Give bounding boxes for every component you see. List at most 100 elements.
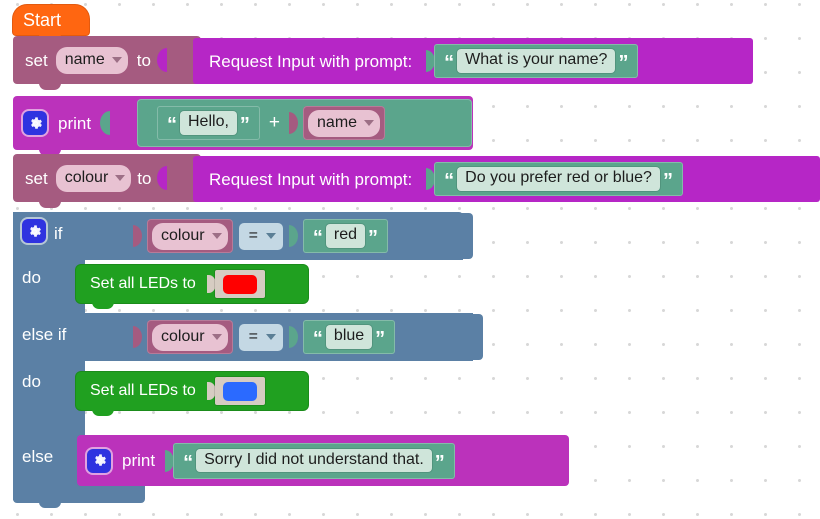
text-block-hello[interactable]: “ Hello, ” <box>157 106 260 140</box>
close-quote-icon: ” <box>662 170 673 192</box>
text-block-blue[interactable]: “ blue ” <box>302 320 396 354</box>
led-colour-plug-1 <box>206 275 216 293</box>
set-colour-variable-dropdown[interactable]: colour <box>55 164 132 192</box>
text-block-sorry[interactable]: “ Sorry I did not understand that. ” <box>173 442 455 479</box>
text-field-do-you-prefer[interactable]: Do you prefer red or blue? <box>457 167 660 191</box>
set-name-notch <box>39 83 61 90</box>
gear-icon[interactable] <box>87 448 111 473</box>
chevron-down-icon <box>111 56 122 63</box>
print-sorry-plug <box>165 449 175 472</box>
set-all-leds-notch-2 <box>92 409 114 416</box>
print-hello-label: print <box>58 113 92 133</box>
variable-block-colour-1[interactable]: colour <box>147 219 233 253</box>
start-block[interactable]: Start <box>13 5 89 41</box>
close-quote-icon: ” <box>434 451 445 474</box>
print-hello-value-socket <box>100 111 111 135</box>
request-input-colour-block[interactable]: Request Input with prompt: “ Do you pref… <box>193 156 820 202</box>
request-input-name-plug <box>426 50 436 72</box>
request-input-colour-plug <box>426 168 436 190</box>
set-colour-notch <box>39 201 61 208</box>
set-all-leds-label-2: Set all LEDs to <box>90 382 196 399</box>
set-all-leds-red-block[interactable]: Set all LEDs to <box>76 265 308 309</box>
colour-swatch-red <box>222 274 257 294</box>
variable-colour-label-2: colour <box>161 327 205 345</box>
open-quote-icon: “ <box>183 451 194 474</box>
compare-block-colour-blue[interactable]: colour = “ blue ” <box>128 314 483 360</box>
compare-operator-label-1: = <box>248 226 258 244</box>
start-block-label: Start <box>23 10 62 30</box>
set-name-variable-label: name <box>64 50 105 68</box>
variable-name-label: name <box>317 113 358 131</box>
chevron-down-icon <box>364 119 375 126</box>
text-field-red[interactable]: red <box>325 224 366 248</box>
set-colour-value-socket <box>157 166 168 190</box>
set-colour-to-keyword: to <box>137 168 152 188</box>
print-sorry-label: print <box>122 451 156 470</box>
set-colour-block[interactable]: set colour to <box>13 154 201 208</box>
request-input-name-label: Request Input with prompt: <box>209 51 413 71</box>
set-all-leds-blue-block[interactable]: Set all LEDs to <box>76 372 308 416</box>
variable-colour-dropdown-2[interactable]: colour <box>152 323 228 351</box>
open-quote-icon: “ <box>312 227 323 249</box>
text-block-do-you-prefer[interactable]: “ Do you prefer red or blue? ” <box>434 162 683 196</box>
open-quote-icon: “ <box>312 328 323 350</box>
conditional-if-label: if <box>54 224 63 243</box>
variable-block-colour-2[interactable]: colour <box>147 320 233 354</box>
set-name-to-keyword: to <box>136 50 151 70</box>
gear-icon[interactable] <box>22 219 46 243</box>
set-name-keyword: set <box>25 50 48 70</box>
conditional-do-label-2: do <box>22 372 41 391</box>
open-quote-icon: “ <box>444 52 455 74</box>
text-field-what-is-your-name[interactable]: What is your name? <box>457 49 616 73</box>
close-quote-icon: ” <box>368 227 379 249</box>
led-colour-plug-2 <box>206 382 216 400</box>
text-join-plug <box>143 112 152 134</box>
text-field-sorry[interactable]: Sorry I did not understand that. <box>196 448 432 473</box>
set-all-leds-label-1: Set all LEDs to <box>90 275 196 292</box>
compare-operator-dropdown-1[interactable]: = <box>238 222 283 250</box>
gear-icon[interactable] <box>23 111 47 135</box>
conditional-do-label-1: do <box>22 268 41 287</box>
compare-right-plug-2 <box>288 326 298 348</box>
variable-colour-label-1: colour <box>161 226 205 244</box>
print-hello-notch <box>39 149 61 156</box>
variable-colour-dropdown-1[interactable]: colour <box>152 222 228 250</box>
close-quote-icon: ” <box>375 328 386 350</box>
set-name-variable-dropdown[interactable]: name <box>55 46 128 74</box>
close-quote-icon: ” <box>239 114 250 136</box>
colour-field-blue[interactable] <box>214 377 265 405</box>
conditional-else-label: else <box>22 447 54 466</box>
conditional-else-if-label: else if <box>22 325 67 344</box>
text-block-what-is-your-name[interactable]: “ What is your name? ” <box>434 44 639 78</box>
text-field-blue[interactable]: blue <box>325 325 373 349</box>
chevron-down-icon <box>265 232 276 239</box>
text-join-block[interactable]: “ Hello, ” + name <box>137 99 472 147</box>
compare-left-plug <box>133 225 142 247</box>
colour-swatch-blue <box>222 381 257 401</box>
set-colour-keyword: set <box>25 168 48 188</box>
conditional-block-notch <box>39 502 61 508</box>
text-join-operator: + <box>268 112 281 133</box>
set-colour-variable-label: colour <box>64 168 109 186</box>
compare-right-plug <box>288 225 298 247</box>
compare-operator-dropdown-2[interactable]: = <box>238 323 283 351</box>
text-block-red[interactable]: “ red ” <box>302 219 389 253</box>
set-name-value-socket <box>156 48 167 72</box>
colour-field-red[interactable] <box>214 270 265 298</box>
print-sorry-block[interactable]: print “ Sorry I did not understand that.… <box>77 435 569 492</box>
conditional-block-foot[interactable] <box>13 486 145 503</box>
request-input-colour-label: Request Input with prompt: <box>209 169 413 189</box>
compare-left-plug-2 <box>133 326 142 348</box>
compare-operator-label-2: = <box>248 327 258 345</box>
request-input-name-block[interactable]: Request Input with prompt: “ What is you… <box>193 38 753 84</box>
open-quote-icon: “ <box>444 170 455 192</box>
close-quote-icon: ” <box>618 52 629 74</box>
chevron-down-icon <box>211 333 222 340</box>
text-field-hello[interactable]: Hello, <box>180 111 237 135</box>
variable-name-dropdown[interactable]: name <box>308 109 381 137</box>
set-name-block[interactable]: set name to <box>13 36 201 90</box>
variable-block-name[interactable]: name <box>303 106 386 140</box>
set-all-leds-notch-1 <box>92 302 114 309</box>
compare-block-colour-red[interactable]: colour = “ red ” <box>128 213 473 259</box>
